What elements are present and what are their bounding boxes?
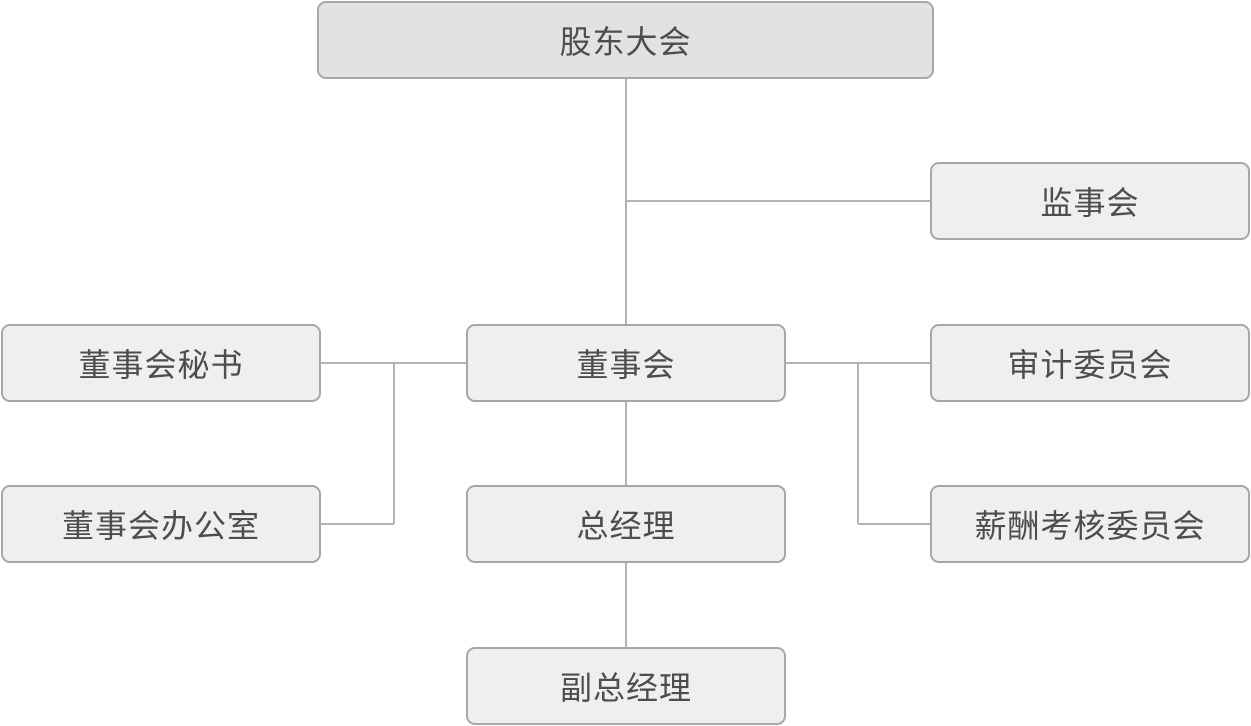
deputy-general-manager-node: 副总经理 <box>466 647 786 725</box>
supervisory-board-node: 监事会 <box>930 162 1250 240</box>
audit-committee-node: 审计委员会 <box>930 324 1250 402</box>
board-office-node: 董事会办公室 <box>1 485 321 563</box>
compensation-committee-node: 薪酬考核委员会 <box>930 485 1250 563</box>
general-manager-node: 总经理 <box>466 485 786 563</box>
board-secretary-node: 董事会秘书 <box>1 324 321 402</box>
shareholders-meeting-node: 股东大会 <box>317 1 934 79</box>
board-of-directors-node: 董事会 <box>466 324 786 402</box>
